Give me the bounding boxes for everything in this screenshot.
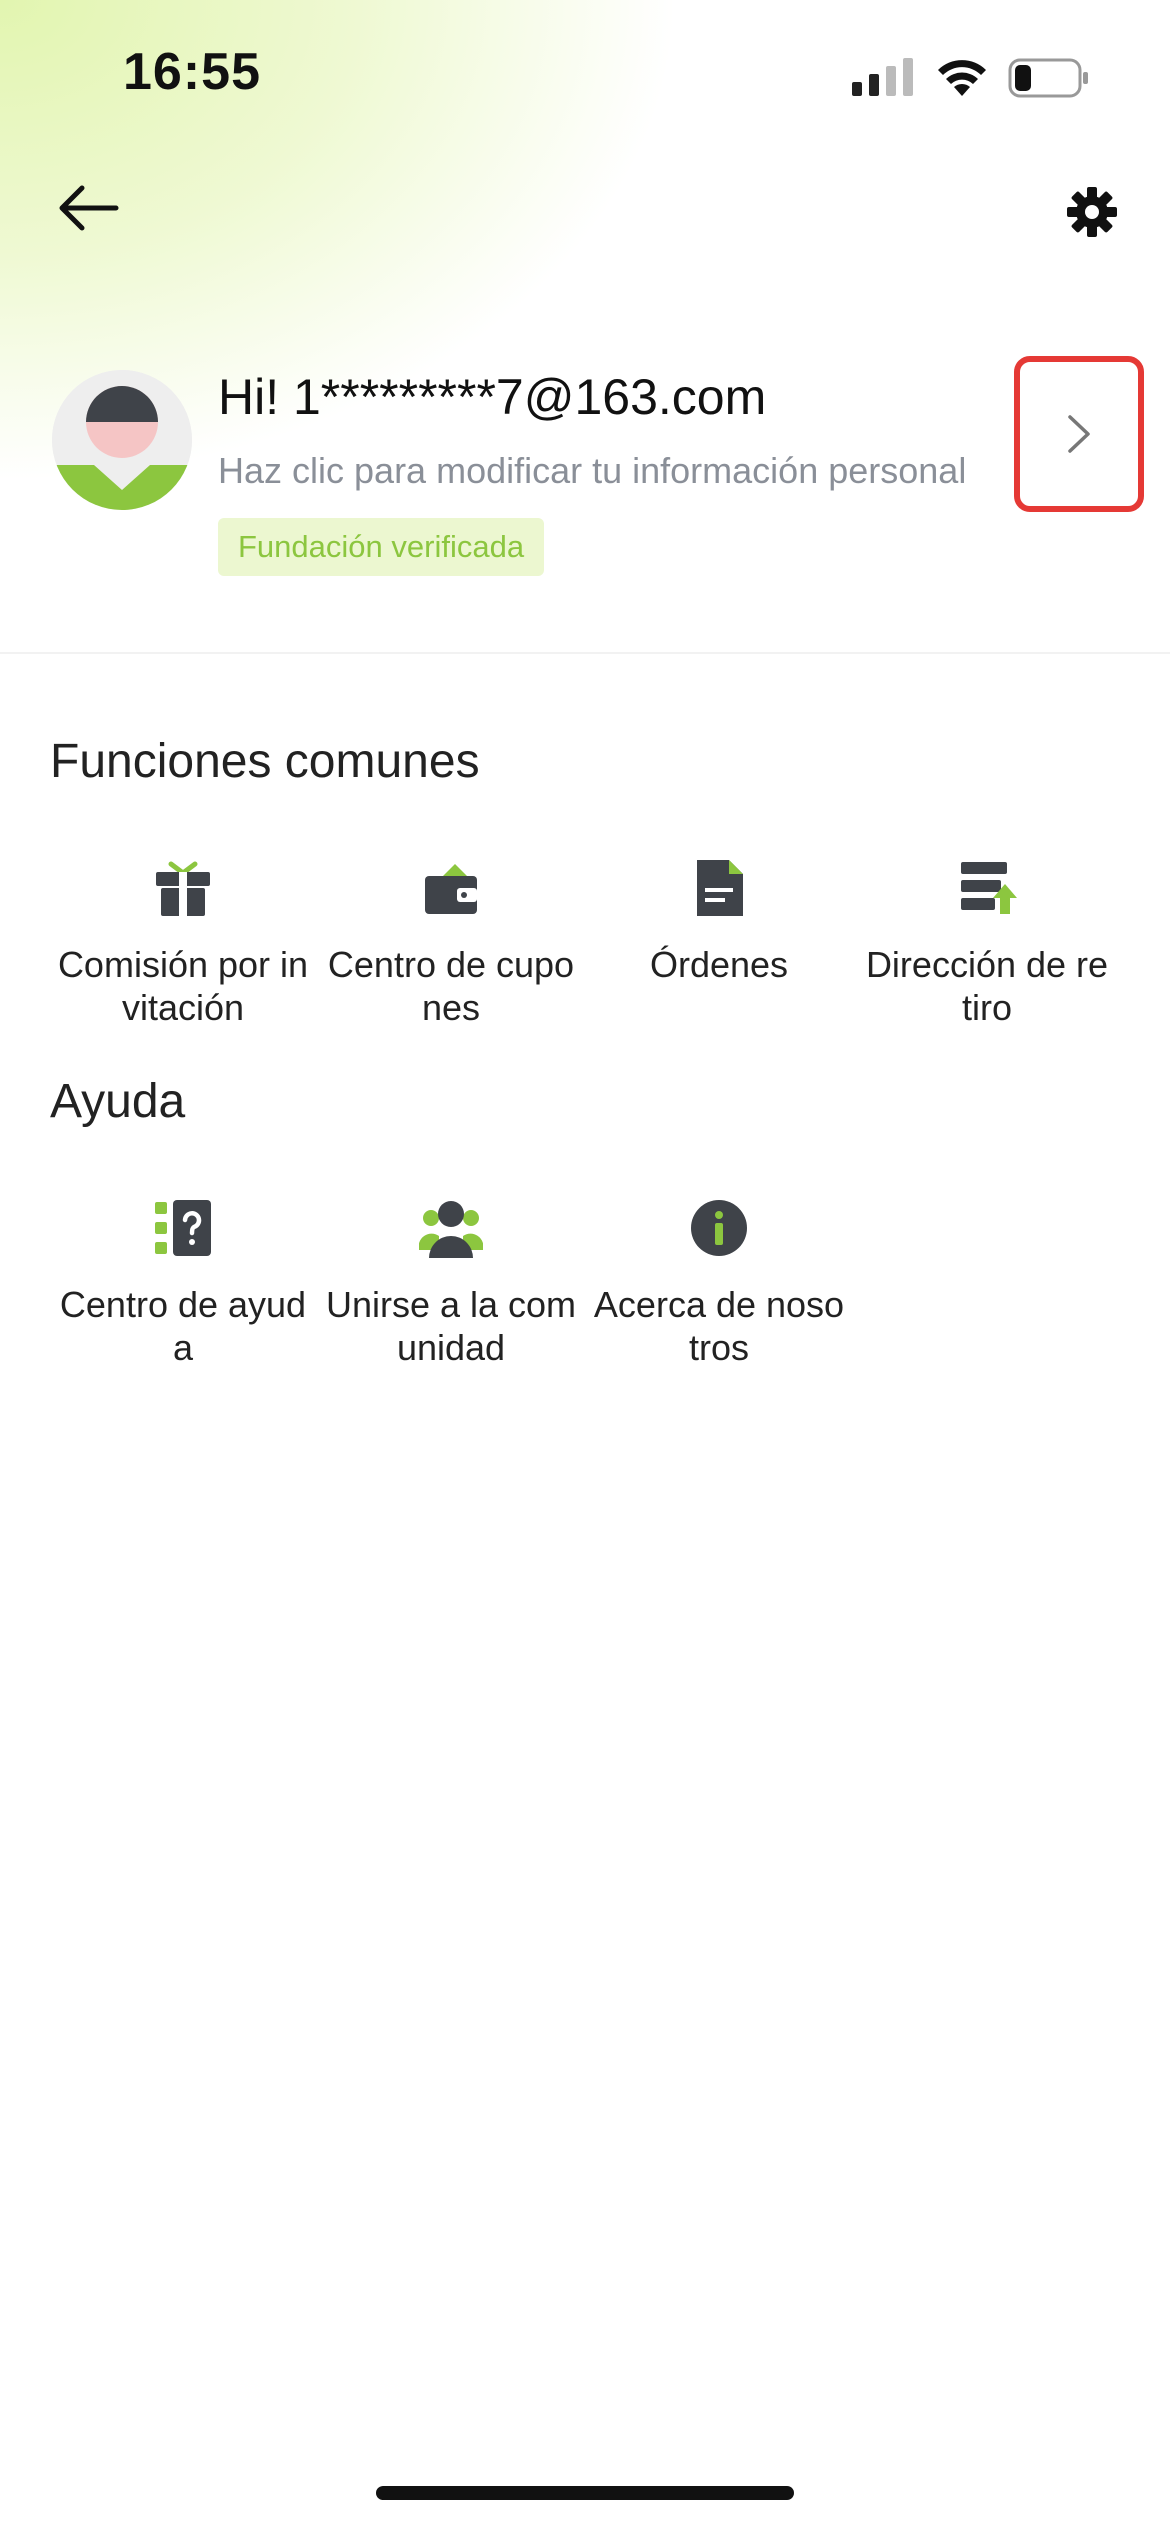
back-button[interactable] — [48, 168, 128, 248]
arrow-left-icon — [59, 185, 119, 231]
user-greeting: Hi! 1*********7@163.com — [218, 369, 767, 425]
help-section-title: Ayuda — [50, 1075, 186, 1128]
profile-card[interactable]: Hi! 1*********7@163.com Haz clic para mo… — [0, 360, 1170, 600]
grid-item-label: Acerca de noso tros — [593, 1284, 845, 1368]
help-center-item[interactable]: Centro de ayud a — [49, 1196, 317, 1369]
help-center-icon — [155, 1200, 211, 1256]
community-icon — [418, 1201, 484, 1258]
withdraw-icon — [961, 862, 1017, 914]
grid-item-label: Unirse a la com unidad — [325, 1284, 577, 1368]
gift-icon — [156, 861, 210, 916]
grid-item-label: Dirección de re tiro — [865, 944, 1109, 1028]
orders-item[interactable]: Órdenes — [585, 856, 853, 986]
section-divider — [0, 652, 1170, 654]
battery-icon — [1008, 58, 1088, 98]
home-indicator — [376, 2486, 794, 2500]
chevron-right-icon — [1068, 415, 1090, 453]
settings-button[interactable] — [1054, 174, 1130, 250]
header-background — [0, 0, 1170, 660]
document-icon — [697, 860, 743, 916]
join-community-item[interactable]: Unirse a la com unidad — [317, 1196, 585, 1369]
grid-item-label: Centro de cupo nes — [327, 944, 575, 1028]
gear-icon — [1067, 187, 1117, 237]
status-time: 16:55 — [123, 43, 261, 101]
verification-badge: Fundación verificada — [218, 518, 545, 576]
profile-detail-button[interactable] — [1014, 356, 1144, 512]
referral-commission-item[interactable]: Comisión por in vitación — [49, 856, 317, 1029]
user-avatar-icon — [52, 370, 192, 510]
edit-profile-hint[interactable]: Haz clic para modificar tu información p… — [218, 450, 967, 491]
wallet-icon — [425, 864, 477, 914]
wifi-icon — [938, 60, 986, 96]
common-functions-title: Funciones comunes — [50, 735, 480, 788]
coupon-center-item[interactable]: Centro de cupo nes — [317, 856, 585, 1029]
about-us-item[interactable]: Acerca de noso tros — [585, 1196, 853, 1369]
grid-item-label: Órdenes — [649, 944, 789, 985]
status-bar: 16:55 — [0, 0, 1170, 150]
cellular-signal-icon — [852, 58, 913, 96]
grid-item-label: Comisión por in vitación — [57, 944, 309, 1028]
info-icon — [691, 1200, 747, 1256]
avatar[interactable] — [52, 370, 192, 510]
grid-item-label: Centro de ayud a — [59, 1284, 307, 1368]
withdrawal-address-item[interactable]: Dirección de re tiro — [853, 856, 1121, 1029]
